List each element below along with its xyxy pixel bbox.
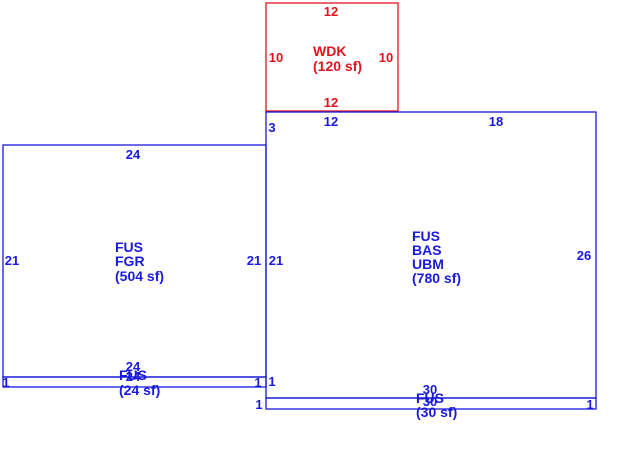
fus30-dim-left-outer: 1 [268,374,275,389]
fgr-dim-left: 21 [5,253,19,268]
ubm-code-3: UBM [412,256,444,272]
wdk-dim-bottom: 12 [324,95,338,110]
fus24-code: FUS [119,367,147,383]
fus30-dim-top: 30 [423,382,437,397]
wdk-dim-left: 10 [269,50,283,65]
ubm-code-1: FUS [412,228,440,244]
ubm-dim-top-c: 18 [489,114,503,129]
ubm-code-2: BAS [412,242,442,258]
fgr-code-2: FGR [115,253,145,269]
wdk-area: (120 sf) [313,58,362,74]
fus24-outline[interactable] [2,376,267,388]
fus30-dim-right: 1 [586,397,593,412]
wdk-dim-right: 10 [379,50,393,65]
fus30-outline[interactable] [265,397,597,410]
fus30-dim-bottom: 30 [423,394,437,409]
ubm-area: (780 sf) [412,270,461,286]
fgr-code-1: FUS [115,239,143,255]
fus30-code: FUS [416,390,444,406]
fus30-area: (30 sf) [416,404,457,420]
fus30-dim-left: 1 [255,397,262,412]
ubm-dim-right: 26 [577,248,591,263]
wdk-dim-top: 12 [324,4,338,19]
fgr-area: (504 sf) [115,268,164,284]
fgr-dim-right: 21 [247,253,261,268]
fus24-area: (24 sf) [119,382,160,398]
fus24-dim-top: 24 [126,359,141,374]
fus24-dim-right: 1 [254,375,261,390]
fus24-dim-bottom: 24 [126,369,141,384]
ubm-dim-top-a: 3 [268,120,275,135]
wdk-code: WDK [313,43,346,59]
wdk-outline[interactable] [265,2,399,112]
ubm-dim-top-b: 12 [324,114,338,129]
fus24-dim-left: 1 [2,375,9,390]
fgr-dim-top: 24 [126,147,141,162]
ubm-dim-left: 21 [269,253,283,268]
